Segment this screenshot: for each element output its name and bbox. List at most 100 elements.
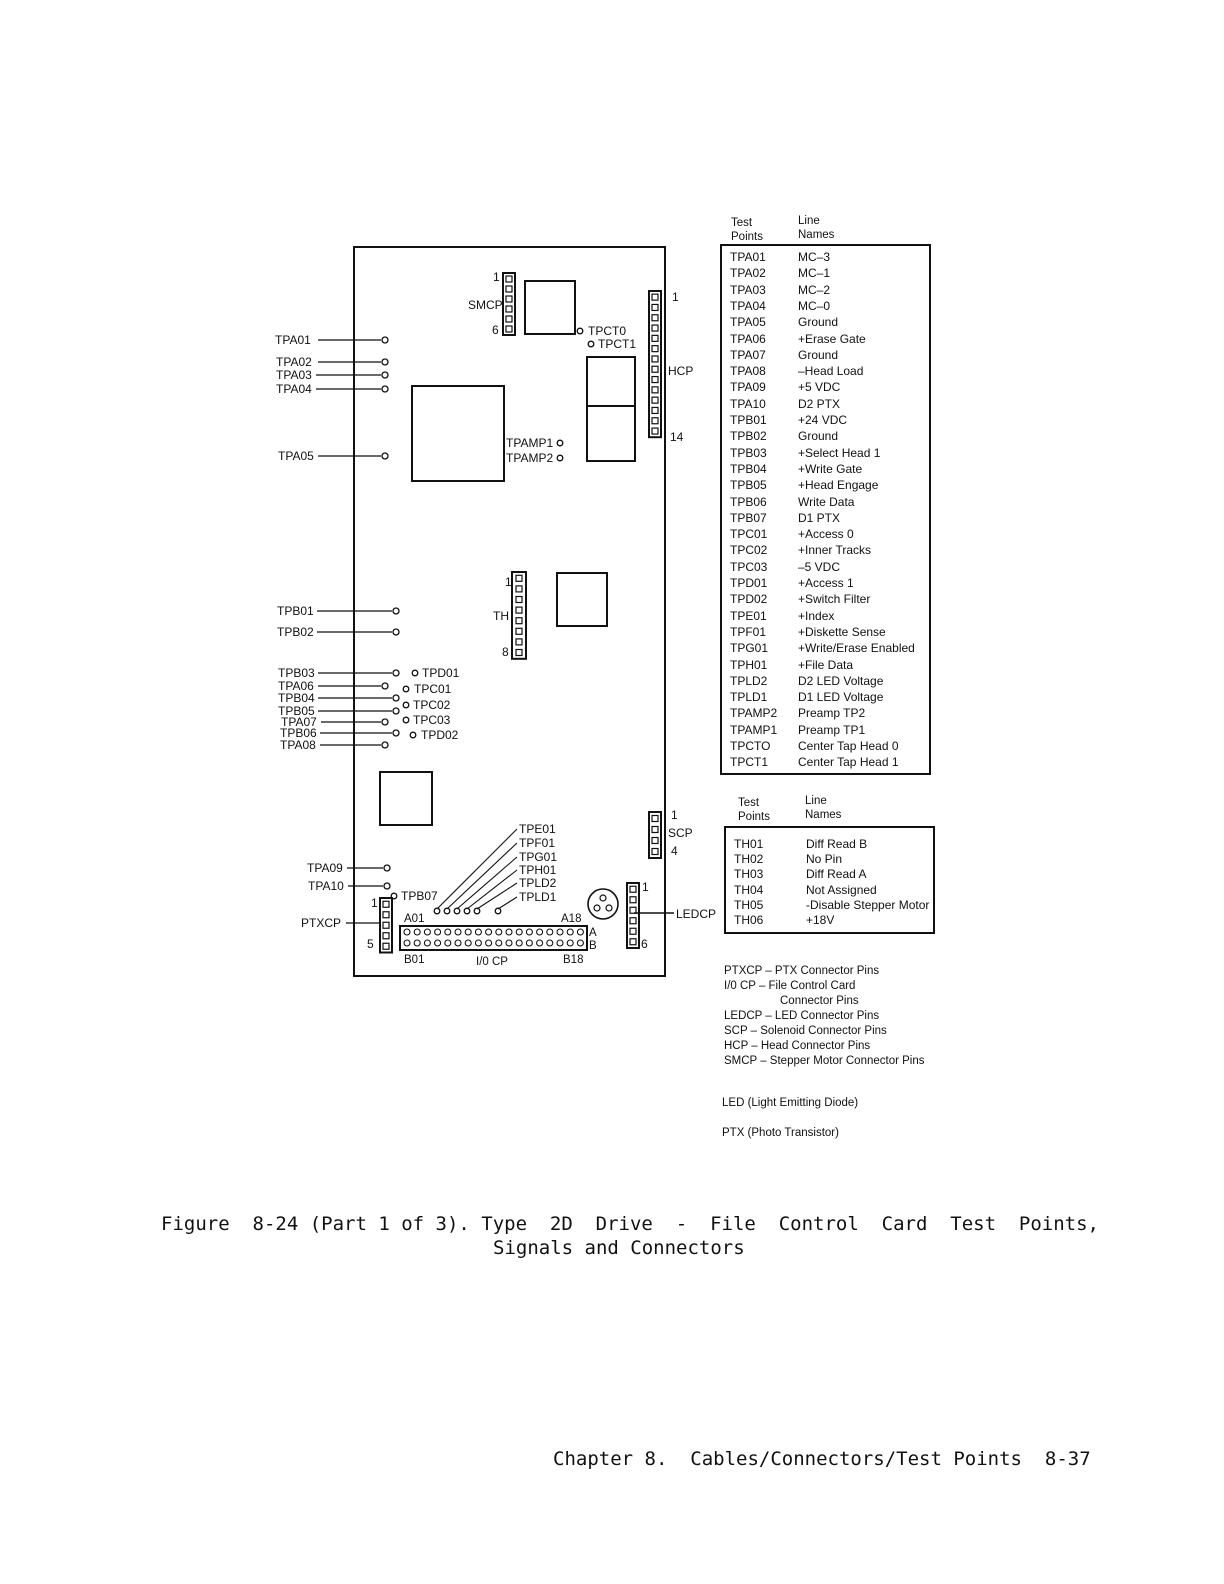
io-pin [576, 928, 584, 936]
io-pin [474, 928, 482, 936]
test-point-id: TPAMP2 [730, 706, 778, 721]
th-pin [515, 606, 523, 614]
test-point-label: TPB04 [278, 691, 315, 705]
test-point [392, 707, 400, 715]
test-point-id: TPA05 [730, 315, 766, 330]
ptxcp-pin [382, 932, 390, 940]
io-pin [546, 939, 554, 947]
test-point [556, 454, 564, 462]
test-point-id: TPA04 [730, 298, 766, 313]
io-pin [515, 939, 523, 947]
line-name: Center Tap Head 0 [798, 739, 899, 753]
test-point-id: TPD01 [730, 576, 768, 590]
test-point-label: TPC03 [413, 713, 451, 727]
legend-item: SCP – Solenoid Connector Pins [724, 1025, 887, 1037]
chip-top [524, 280, 576, 335]
ledcp-pin [629, 917, 637, 925]
led-component [587, 888, 619, 920]
test-point-label: TPE01 [519, 822, 556, 836]
test-point [381, 336, 389, 344]
table-header-points: Test Points [731, 217, 763, 243]
led-note: LED (Light Emitting Diode) [722, 1097, 859, 1109]
line-name: +Switch Filter [798, 592, 871, 607]
th-pin [515, 638, 523, 646]
io-a01-label: A01 [404, 913, 424, 925]
chip-th [556, 572, 608, 627]
th-pin-first: 1 [505, 575, 512, 589]
io-pin [505, 928, 513, 936]
ledcp-pin [629, 906, 637, 914]
line-name: +Erase Gate [798, 331, 866, 346]
io-pin [413, 928, 421, 936]
chip-hcp-upper [586, 356, 636, 407]
line-name: MC–1 [798, 266, 831, 281]
line-name: Diff Read B [806, 837, 868, 851]
test-point [411, 669, 419, 677]
test-point-label: TPA04 [276, 382, 312, 396]
test-point [392, 628, 400, 636]
th-connector [511, 571, 527, 660]
test-point [402, 716, 410, 724]
io-pin [505, 939, 513, 947]
line-name: No Pin [806, 852, 843, 867]
io-pin [525, 939, 533, 947]
th-table-header-points: Test Points [738, 797, 770, 823]
hcp-label: HCP [668, 364, 693, 378]
test-point-id: TH04 [734, 882, 764, 897]
line-name: +5 VDC [798, 380, 841, 395]
test-point-label: TPA06 [278, 679, 314, 693]
line-name: –Head Load [798, 364, 864, 379]
test-point [381, 371, 389, 379]
io-pin [474, 939, 482, 947]
hcp-pin [651, 293, 659, 301]
test-point-id: TH06 [734, 913, 764, 927]
led-pin [605, 904, 613, 912]
test-point [390, 892, 398, 900]
test-point [381, 452, 389, 460]
line-name: Ground [798, 347, 839, 362]
test-point-id: TPB01 [730, 413, 767, 427]
io-pin [576, 939, 584, 947]
smcp-pin [505, 285, 513, 293]
test-point-label: TPA01 [275, 333, 311, 347]
ptxcp-label: PTXCP [301, 916, 341, 930]
th-pin [515, 585, 523, 593]
ptxcp-pin-first: 1 [371, 896, 378, 910]
chip-hcp-lower [586, 405, 636, 462]
test-point-id: TPB02 [730, 429, 767, 444]
test-point [381, 358, 389, 366]
io-pin [525, 928, 533, 936]
scp-pin [651, 825, 659, 834]
test-point [433, 907, 441, 915]
test-point-label: TPAMP1 [506, 436, 553, 450]
test-point-label: TPA10 [308, 879, 344, 893]
test-point-label: TPB01 [277, 604, 314, 618]
test-point [381, 741, 389, 749]
leader-line [446, 842, 518, 910]
test-point-id: TPF01 [730, 624, 767, 639]
hcp-pin [651, 324, 659, 332]
test-point [381, 385, 389, 393]
th-pin [515, 617, 523, 625]
io-a18-label: A18 [561, 913, 581, 925]
ledcp-pin [629, 896, 637, 904]
test-point-id: TPLD2 [730, 673, 768, 688]
figure-caption-line1: Figure 8-24 (Part 1 of 3). Type 2D Drive… [161, 1213, 1099, 1235]
io-pin [495, 928, 503, 936]
test-point-id: TH05 [734, 897, 764, 912]
smcp-pin [505, 305, 513, 313]
line-name: –5 VDC [798, 559, 841, 574]
test-point-id: TPB06 [730, 494, 767, 509]
test-point-id: TPCT1 [730, 755, 769, 770]
test-point-id: TH02 [734, 852, 764, 867]
test-point-id: TPB03 [730, 445, 767, 460]
test-point-leaders: TPA01TPA02TPA03TPA04TPA05TPB01TPB02TPB03… [275, 324, 636, 930]
test-point-label: TPAMP2 [506, 451, 553, 465]
line-name: Ground [798, 429, 839, 444]
test-point [494, 907, 502, 915]
hcp-pin [651, 427, 659, 435]
th-pin-last: 8 [502, 645, 509, 659]
test-point-label: TPD02 [421, 728, 459, 742]
ptxcp-connector [379, 897, 393, 954]
line-name: Not Assigned [806, 882, 877, 897]
